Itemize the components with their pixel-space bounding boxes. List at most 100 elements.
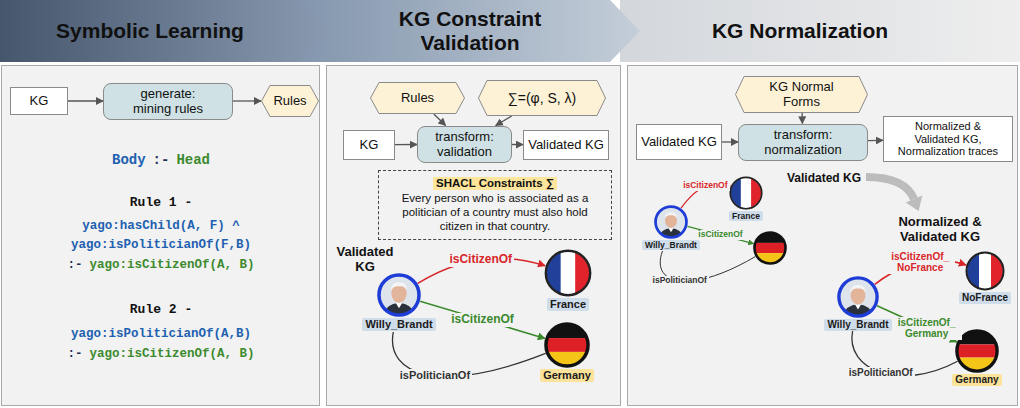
box-text: ∑=(φ, S, λ): [508, 90, 576, 107]
entity-node: [753, 231, 787, 265]
box-text: transform: validation: [425, 129, 505, 160]
code-line: Body:-Head: [0, 152, 322, 168]
entity-node: NoFrance: [958, 251, 1013, 304]
code-line: :-yago:isCitizenOf(A, B): [0, 258, 322, 272]
action-box: transform: normalization: [738, 124, 868, 161]
rule-text: yago:isPoliticianOf(F,B): [71, 238, 251, 252]
panel: [327, 66, 621, 406]
graphic-part: [377, 273, 421, 317]
hexagon-shape: [371, 83, 465, 114]
code-line: yago:isPoliticianOf(A,B): [0, 327, 322, 341]
process-box: Validated KG: [636, 124, 722, 160]
entity-node: France: [728, 176, 764, 222]
connector: [434, 114, 446, 126]
box-text: KG: [30, 93, 49, 108]
hexagon-shape: [262, 86, 319, 117]
flag-stripe: [753, 243, 787, 253]
entity-picture: [837, 276, 879, 318]
flag-ring: [546, 324, 588, 366]
graphic-part: [544, 322, 590, 368]
transition-arrowhead: [906, 196, 923, 211]
entity-node: Willy_Brandt: [361, 273, 437, 332]
box-text: KG Normal Forms: [762, 79, 842, 110]
photo-collar: [855, 304, 861, 309]
connector: [722, 141, 738, 142]
edge-label: isCitizenOf_ Germany: [892, 317, 962, 340]
connector: [68, 100, 103, 101]
graphic-part: [544, 249, 592, 297]
edge-label: isCitizenOf: [696, 230, 744, 240]
rule-text: Rule 1 -: [130, 195, 192, 210]
edge-label: isPoliticianOf: [847, 367, 915, 379]
photo-ring: [379, 275, 419, 315]
edge-label: isPoliticianOf: [398, 369, 472, 382]
entity-picture: [377, 273, 421, 317]
box-text: KG: [360, 137, 379, 152]
box-text: generate: mining rules: [123, 86, 213, 117]
band-outline: [0, 0, 330, 62]
flag-stripe: [979, 251, 991, 291]
entity-label: NoFrance: [959, 292, 1011, 304]
entity-label: Germany: [540, 369, 594, 382]
action-box: generate: mining rules: [103, 83, 233, 120]
band-outline: [300, 0, 640, 62]
edge-label: isCitizenOf_ NoFrance: [885, 251, 955, 274]
entity-label: France: [547, 298, 589, 311]
action-box: transform: validation: [417, 126, 512, 163]
panel: [2, 66, 320, 406]
code-line: Rule 1 -: [0, 195, 322, 210]
box-text: Normalized & Validated KG, Normalization…: [891, 120, 1005, 159]
entity-node: Willy_Brandt: [823, 276, 893, 331]
rule-text: Rule 2 -: [130, 302, 192, 317]
hexagon-shape: [736, 76, 868, 112]
input-hexagon: Rules: [370, 82, 465, 114]
connector: [512, 144, 523, 145]
photo-ring: [656, 207, 687, 238]
process-box: Normalized & Validated KG, Normalization…: [883, 116, 1013, 162]
entity-label: Willy_Brandt: [824, 319, 891, 331]
entity-picture: [544, 249, 592, 297]
entity-label: Willy_Brandt: [362, 318, 435, 331]
code-line: yago:isPoliticianOf(F,B): [0, 238, 322, 252]
input-hexagon: Rules: [261, 85, 319, 117]
rule-text: yago:hasChild(A, F) ^: [82, 219, 240, 233]
panel: [628, 66, 1018, 406]
connector: [420, 301, 545, 338]
entity-node: Willy_Brandt: [641, 205, 701, 251]
graphic-part: [837, 276, 879, 318]
edge-label: isCitizenOf: [449, 313, 516, 327]
graphic-part: [729, 176, 763, 210]
flag-ring: [754, 232, 785, 263]
entity-label: France: [729, 211, 763, 221]
constraint-text: Every person who is associated as a poli…: [386, 192, 604, 233]
code-line: Rule 2 -: [0, 302, 322, 317]
photo-hair: [391, 282, 407, 290]
rule-text: yago:isCitizenOf(A, B): [89, 258, 254, 272]
photo-ground: [377, 273, 421, 317]
flag-ring: [730, 177, 761, 208]
connector: [868, 140, 883, 142]
flag-stripe: [544, 338, 590, 352]
code-line: yago:hasChild(A, F) ^: [0, 219, 322, 233]
entity-node: France: [544, 249, 592, 312]
rule-text: yago:isCitizenOf(A, B): [89, 347, 254, 361]
graph-caption: Normalized & Validated KG: [885, 215, 995, 245]
box-text: Rules: [273, 93, 306, 108]
photo-hair: [665, 212, 678, 218]
process-box: KG: [343, 130, 395, 160]
box-text: transform: normalization: [753, 127, 853, 158]
input-hexagon: ∑=(φ, S, λ): [478, 80, 606, 116]
box-text: Validated KG: [641, 134, 717, 149]
band-title: KG Constraint Validation: [360, 7, 580, 55]
connector: [801, 113, 803, 124]
hexagon-shape: [479, 81, 606, 116]
band-outline: [620, 0, 1020, 62]
graphic-part: [753, 231, 787, 265]
process-box: KG: [10, 87, 68, 115]
entity-node: Germany: [539, 322, 595, 383]
photo-collar: [396, 303, 403, 309]
edge-label: isCitizenOf: [681, 181, 729, 191]
box-text: Rules: [401, 90, 434, 105]
input-hexagon: KG Normal Forms: [735, 76, 868, 113]
rule-text: :-: [67, 347, 82, 361]
